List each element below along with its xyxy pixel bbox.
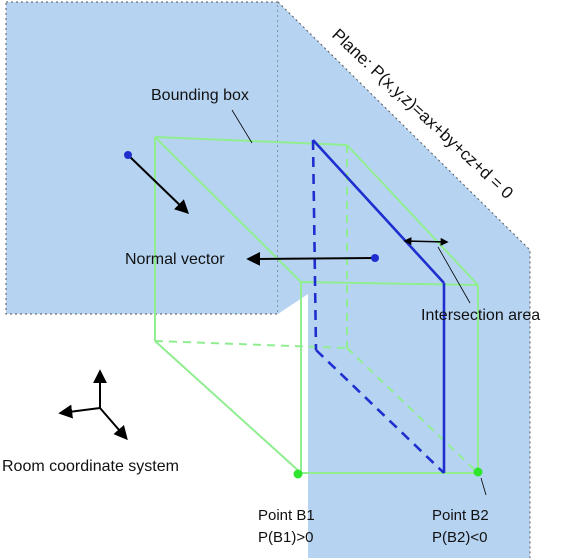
point-b2-label: Point B2 xyxy=(432,507,489,524)
point-b2-condition: P(B2)<0 xyxy=(432,529,487,546)
normal-vector-origin-2 xyxy=(124,151,132,159)
room-axes xyxy=(58,369,128,441)
normal-vector-label: Normal vector xyxy=(125,251,225,268)
normal-vector-origin xyxy=(371,254,379,262)
point-b2-marker xyxy=(473,467,483,477)
normal-vector-arrow-2 xyxy=(127,154,190,214)
point-b2-leader xyxy=(480,477,487,496)
intersection-area xyxy=(311,139,446,474)
normal-vector-arrow xyxy=(246,251,376,266)
plane-wall xyxy=(5,1,279,315)
point-b1-marker xyxy=(293,469,303,479)
intersection-area-leader xyxy=(437,246,471,304)
room-coordinate-system-label: Room coordinate system xyxy=(2,458,179,475)
intersection-double-arrow xyxy=(403,237,449,246)
plane-front xyxy=(278,2,530,558)
point-b1-label: Point B1 xyxy=(258,507,315,524)
bounding-box-leader xyxy=(231,109,253,144)
point-b1-condition: P(B1)>0 xyxy=(258,529,313,546)
bounding-box xyxy=(154,136,479,474)
intersection-area-label: Intersection area xyxy=(421,307,540,324)
bounding-box-label: Bounding box xyxy=(151,87,249,104)
